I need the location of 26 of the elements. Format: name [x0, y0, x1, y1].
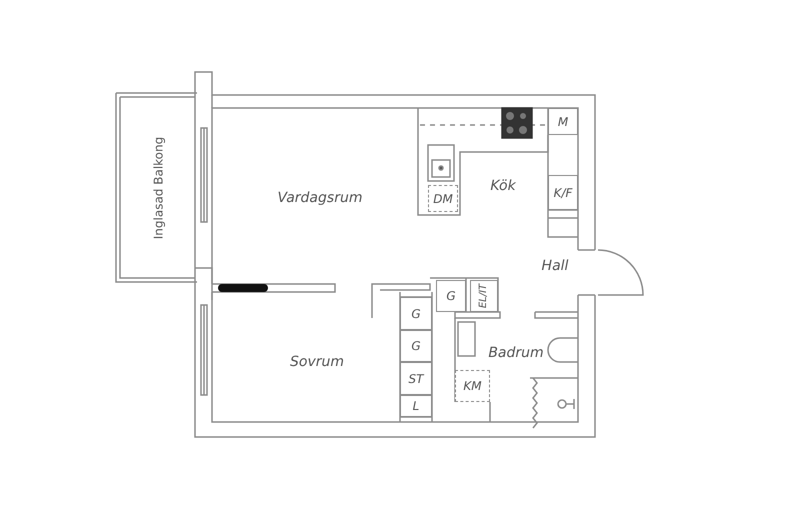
room-label: Vardagsrum — [278, 190, 362, 206]
fixture-label: K/F — [554, 186, 572, 198]
cabinet — [470, 280, 498, 312]
fixture-label: G — [411, 340, 421, 352]
balcony-label: Inglasad Balkong — [152, 136, 164, 239]
cabinet — [548, 175, 578, 210]
room-label: Hall — [542, 258, 568, 274]
fixture-label: M — [558, 116, 568, 128]
dishwasher — [428, 185, 458, 212]
cabinet — [436, 280, 466, 312]
wardrobe — [400, 297, 432, 330]
room-label: Kök — [490, 178, 516, 194]
fixture-label: EL/IT — [479, 284, 489, 308]
wardrobe — [400, 395, 432, 417]
wardrobe — [400, 330, 432, 362]
wardrobe — [400, 362, 432, 395]
room-label: Badrum — [488, 345, 544, 361]
fixture-label: ST — [408, 372, 424, 384]
fixture-label: DM — [433, 192, 453, 204]
fixture-label: KM — [463, 380, 482, 392]
cabinet — [548, 108, 578, 135]
washing-machine — [455, 370, 490, 402]
fixture-label: L — [412, 400, 420, 412]
fixture-label: G — [411, 308, 421, 320]
room-label: Sovrum — [290, 354, 344, 370]
fixture-label: G — [446, 290, 456, 302]
